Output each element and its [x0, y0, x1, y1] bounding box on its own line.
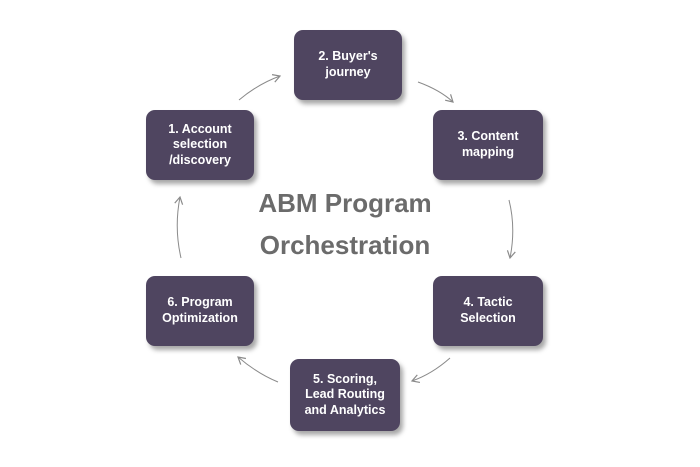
- arrow-3-to-4: [506, 199, 516, 260]
- step-label: 2. Buyer's journey: [318, 49, 378, 79]
- arrow-4-to-5: [410, 357, 451, 384]
- arrow-2-to-3: [417, 81, 454, 103]
- step-label: 6. Program Optimization: [162, 295, 238, 325]
- center-title-line-1: ABM Program: [258, 188, 432, 218]
- step-scoring-lead-routing: 5. Scoring, Lead Routing and Analytics: [290, 359, 400, 431]
- step-buyers-journey: 2. Buyer's journey: [294, 30, 402, 100]
- step-content-mapping: 3. Content mapping: [433, 110, 543, 180]
- step-account-selection: 1. Account selection /discovery: [146, 110, 254, 180]
- center-title-line-2: Orchestration: [259, 230, 431, 260]
- step-label: 5. Scoring, Lead Routing and Analytics: [304, 371, 386, 417]
- arrow-6-to-1: [174, 195, 184, 259]
- step-program-optimization: 6. Program Optimization: [146, 276, 254, 346]
- step-label: 1. Account selection /discovery: [168, 121, 232, 167]
- arrow-1-to-2: [238, 74, 282, 101]
- step-label: 4. Tactic Selection: [460, 295, 516, 325]
- step-label: 3. Content mapping: [457, 129, 519, 159]
- arrow-5-to-6: [237, 356, 279, 383]
- step-tactic-selection: 4. Tactic Selection: [433, 276, 543, 346]
